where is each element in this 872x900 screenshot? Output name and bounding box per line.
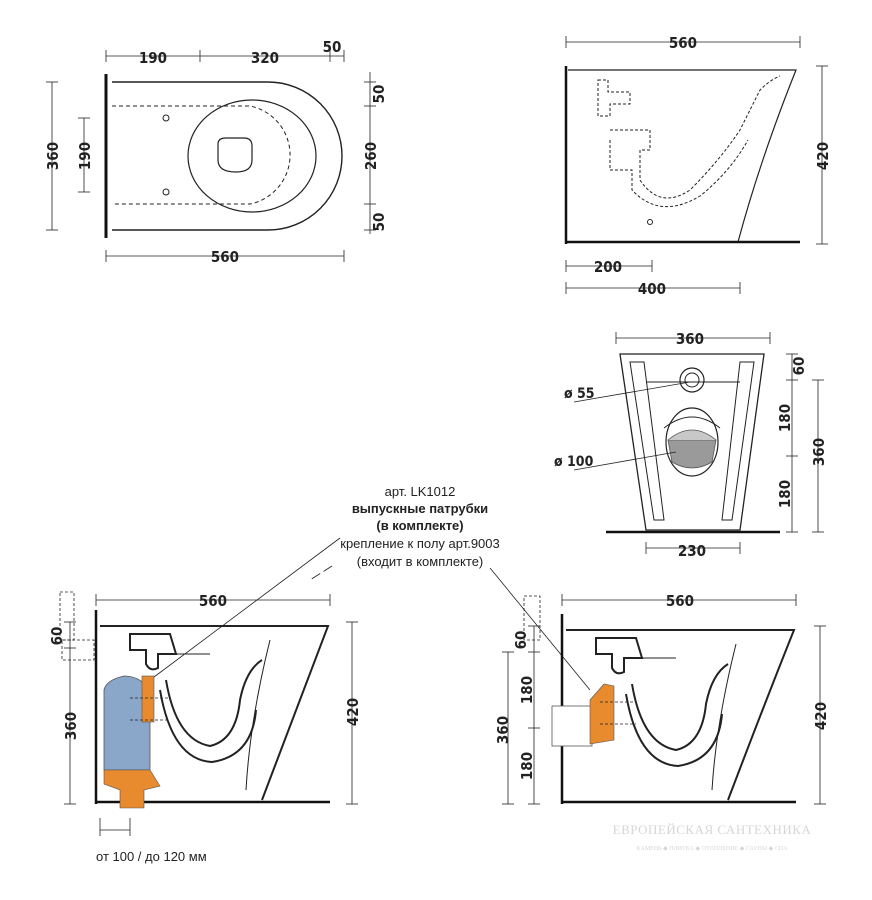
dim-360-left: 360 — [44, 142, 62, 170]
watermark-subtitle: КАМЕНЬ ◆ ПЛИТКА ◆ ОТОПЛЕНИЕ ◆ САУНЫ ◆ СП… — [637, 846, 789, 852]
note-line-2: выпускные патрубки — [352, 501, 488, 516]
dim-200: 200 — [594, 258, 622, 276]
dia-100-label: ø 100 — [554, 454, 594, 470]
dim-50-right-top: 50 — [370, 85, 388, 104]
dim-60-install-left: 60 — [48, 627, 66, 646]
front-view — [573, 332, 824, 554]
dim-420-side-view: 420 — [814, 142, 832, 170]
dim-360-install-left: 360 — [62, 712, 80, 740]
dim-190-left: 190 — [76, 142, 94, 170]
dim-180-front-b: 180 — [776, 480, 794, 508]
install-left-view — [59, 591, 358, 836]
dia-55-label: ø 55 — [564, 386, 595, 402]
dim-360-front-top: 360 — [676, 330, 704, 348]
install-right-view — [502, 594, 826, 805]
note-line-5: (входит в комплекте) — [357, 554, 484, 569]
dim-180-install-right-b: 180 — [518, 752, 536, 780]
note-line-3: (в комплекте) — [376, 518, 463, 533]
dim-420-install-right: 420 — [812, 702, 830, 730]
dim-560-install-left: 560 — [199, 592, 227, 610]
dim-190-top: 190 — [139, 49, 167, 67]
note-line-4: крепление к полу арт.9003 — [340, 536, 500, 551]
note-line-1: арт. LK1012 — [385, 484, 456, 499]
dim-260: 260 — [362, 142, 380, 170]
dim-180-front-a: 180 — [776, 404, 794, 432]
dim-60-install-right: 60 — [512, 631, 530, 650]
caption-offset: от 100 / до 120 мм — [96, 849, 207, 864]
dim-50-right-bottom: 50 — [370, 213, 388, 232]
dim-420-install-left: 420 — [344, 698, 362, 726]
dim-400: 400 — [638, 280, 666, 298]
note-leaders — [149, 537, 591, 691]
dim-320: 320 — [251, 49, 279, 67]
dim-180-install-right-a: 180 — [518, 676, 536, 704]
top-view — [46, 50, 376, 262]
watermark-title: ЕВРОПЕЙСКАЯ САНТЕХНИКА — [613, 822, 812, 837]
dim-560-side-view: 560 — [669, 34, 697, 52]
dim-360-install-right: 360 — [494, 716, 512, 744]
dim-560-install-right: 560 — [666, 592, 694, 610]
dim-230: 230 — [678, 542, 706, 560]
dim-60-front: 60 — [790, 357, 808, 376]
dim-50-top: 50 — [323, 38, 342, 56]
dim-560-top-view: 560 — [211, 248, 239, 266]
dim-360-front-right: 360 — [810, 438, 828, 466]
side-view — [564, 36, 828, 294]
